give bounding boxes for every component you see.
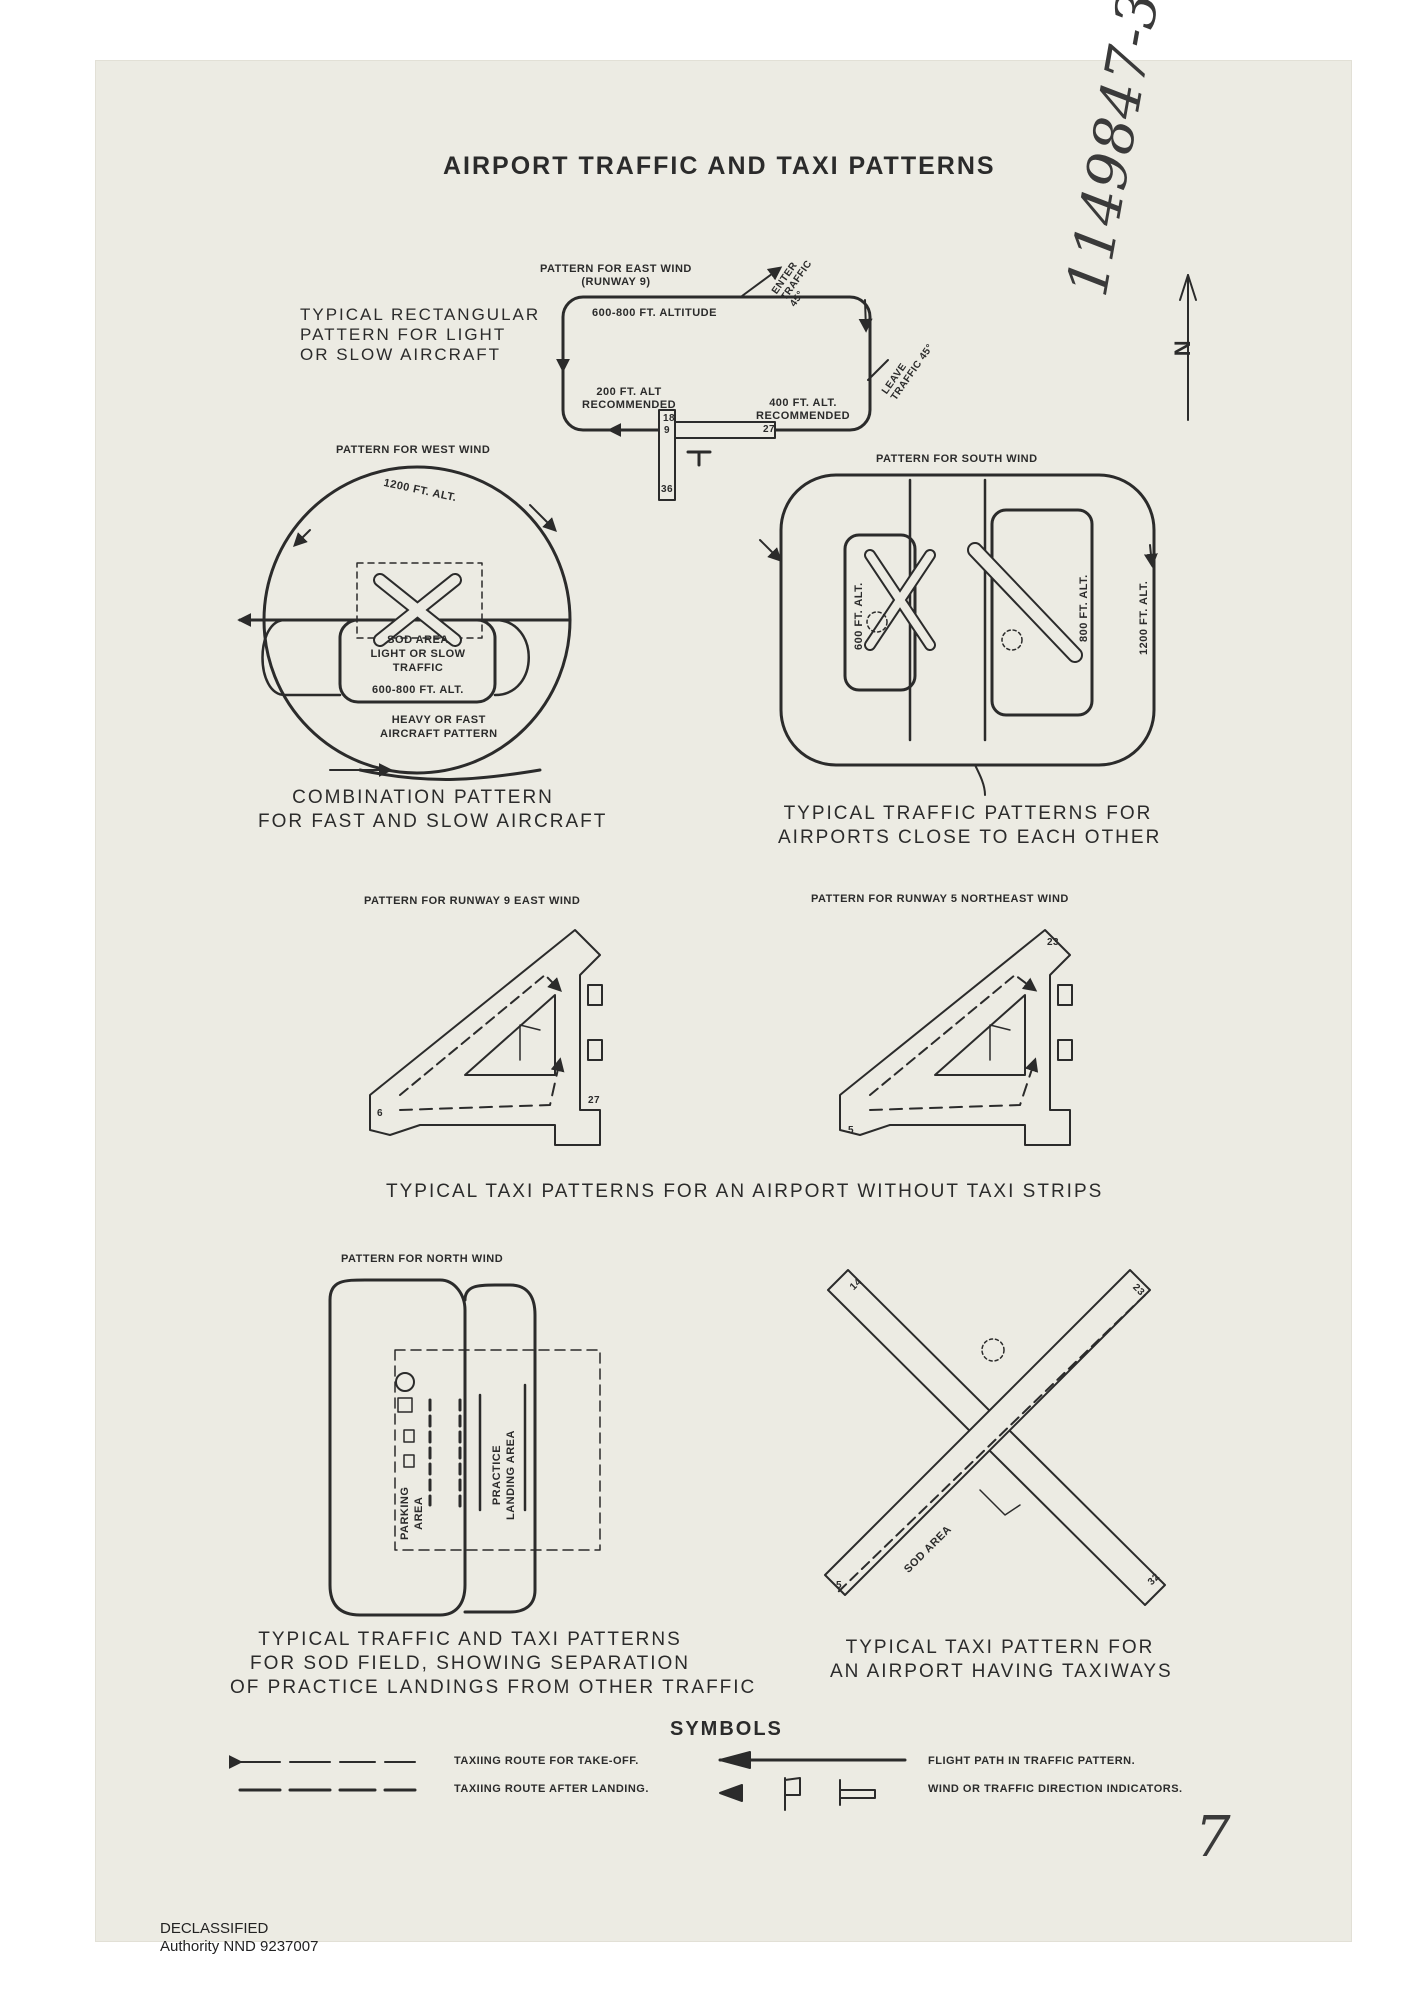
combination-pattern [237,465,572,781]
symbols-legend [228,1751,907,1811]
label-line: AIRCRAFT PATTERN [380,728,498,740]
runway-label: 6 [377,1108,384,1119]
alt-600-label: 600-800 FT. ALT. [372,684,464,696]
takeoff-symbol-label: TAXIING ROUTE FOR TAKE-OFF. [454,1755,639,1767]
caption-line: TYPICAL TAXI PATTERN FOR [845,1637,1155,1658]
label-line: 400 FT. ALT. [769,397,837,409]
east-wind-title: PATTERN FOR EAST WIND (RUNWAY 9) [540,263,692,289]
heavy-aircraft-label: HEAVY OR FAST AIRCRAFT PATTERN [380,713,498,741]
alt-800-label: 800 FT. ALT. [1078,574,1090,642]
caption-line: TYPICAL TRAFFIC AND TAXI PATTERNS [258,1629,682,1650]
taxiways-caption: TYPICAL TAXI PATTERN FOR AN AIRPORT HAVI… [830,1636,1173,1684]
label-line: HEAVY OR FAST [391,714,486,726]
altitude-label: 600-800 FT. ALTITUDE [592,307,717,319]
runway-label: 36 [661,484,674,495]
label-line: PARKING [399,1486,411,1540]
alt-600-label: 600 FT. ALT. [853,582,865,650]
caption-line: AIRPORTS CLOSE TO EACH OTHER [778,827,1162,848]
runway-label: 5 [848,1125,855,1136]
stamp-line: Authority NND 9237007 [160,1938,319,1955]
label-line: TRAFFIC [392,662,444,674]
label-line: 200 FT. ALT [596,386,662,398]
stamp-line: DECLASSIFIED [160,1920,269,1937]
runway-9-title: PATTERN FOR RUNWAY 9 EAST WIND [364,895,581,907]
taxi-left-diagram [369,929,603,1146]
label-line: RECOMMENDED [756,410,851,422]
parking-area-label: PARKING AREA [398,1487,426,1540]
caption-line: TYPICAL RECTANGULAR [300,305,541,324]
handwritten-mark: 7 [1195,1805,1232,1870]
label-line: PRACTICE [491,1444,503,1506]
runway-label: 23 [1047,937,1060,948]
symbols-heading: SYMBOLS [670,1718,783,1740]
flight-path-symbol-label: FLIGHT PATH IN TRAFFIC PATTERN. [928,1755,1136,1767]
rectangular-pattern [556,266,889,501]
north-wind-title: PATTERN FOR NORTH WIND [341,1253,504,1265]
taxiways-diagram [824,1269,1166,1606]
after-landing-symbol-label: TAXIING ROUTE AFTER LANDING. [454,1783,649,1795]
caption-line: OF PRACTICE LANDINGS FROM OTHER TRAFFIC [230,1677,757,1698]
runway-label: 27 [588,1095,601,1106]
page-title: AIRPORT TRAFFIC AND TAXI PATTERNS [443,152,996,180]
document-sheet [95,60,1352,1942]
label-line: AREA [413,1496,425,1530]
caption-line: FOR SOD FIELD, SHOWING SEPARATION [249,1653,691,1674]
north-label: N [1170,339,1196,357]
sod-area-label: SOD AREA LIGHT OR SLOW TRAFFIC [362,633,474,675]
label-line: LIGHT OR SLOW [370,648,466,660]
caption-line: PATTERN FOR LIGHT [300,325,507,344]
caption-line: TYPICAL TRAFFIC PATTERNS FOR [783,803,1153,824]
alt-1200-label: 1200 FT. ALT. [1138,580,1150,655]
runway-label: 18 [663,413,676,424]
close-airports-caption: TYPICAL TRAFFIC PATTERNS FOR AIRPORTS CL… [778,802,1162,850]
taxi-right-diagram [839,929,1073,1146]
title-line: PATTERN FOR EAST WIND [540,263,692,275]
sod-field-diagram [328,1278,601,1617]
west-wind-title: PATTERN FOR WEST WIND [336,444,491,456]
caption-line: OR SLOW AIRCRAFT [300,345,502,364]
title-line: (RUNWAY 9) [581,276,651,288]
sod-field-caption: TYPICAL TRAFFIC AND TAXI PATTERNS FOR SO… [230,1628,757,1700]
declassified-stamp: DECLASSIFIED Authority NND 9237007 [160,1920,318,1956]
caption-line: AN AIRPORT HAVING TAXIWAYS [830,1661,1173,1682]
alt-200-label: 200 FT. ALT RECOMMENDED [582,386,676,412]
caption-line: FOR FAST AND SLOW AIRCRAFT [258,811,608,832]
south-wind-title: PATTERN FOR SOUTH WIND [876,453,1038,465]
runway-label: 9 [664,425,671,436]
combination-caption: COMBINATION PATTERN FOR FAST AND SLOW AI… [258,786,608,834]
label-line: LANDING AREA [505,1430,517,1520]
indicators-symbol-label: WIND OR TRAFFIC DIRECTION INDICATORS. [928,1783,1183,1795]
caption-line: COMBINATION PATTERN [292,787,554,808]
label-line: SOD AREA [387,634,449,646]
runway-5-title: PATTERN FOR RUNWAY 5 NORTHEAST WIND [811,893,1069,905]
close-airports-pattern [759,473,1158,796]
north-arrow [1179,274,1197,421]
label-line: RECOMMENDED [582,399,677,411]
alt-400-label: 400 FT. ALT. RECOMMENDED [756,397,850,423]
taxi-no-strips-caption: TYPICAL TAXI PATTERNS FOR AN AIRPORT WIT… [386,1181,1104,1202]
practice-landing-label: PRACTICE LANDING AREA [490,1430,518,1520]
runway-label: 5 [836,1580,843,1591]
runway-label: 27 [763,424,776,435]
rectangular-caption: TYPICAL RECTANGULAR PATTERN FOR LIGHT OR… [300,305,540,365]
